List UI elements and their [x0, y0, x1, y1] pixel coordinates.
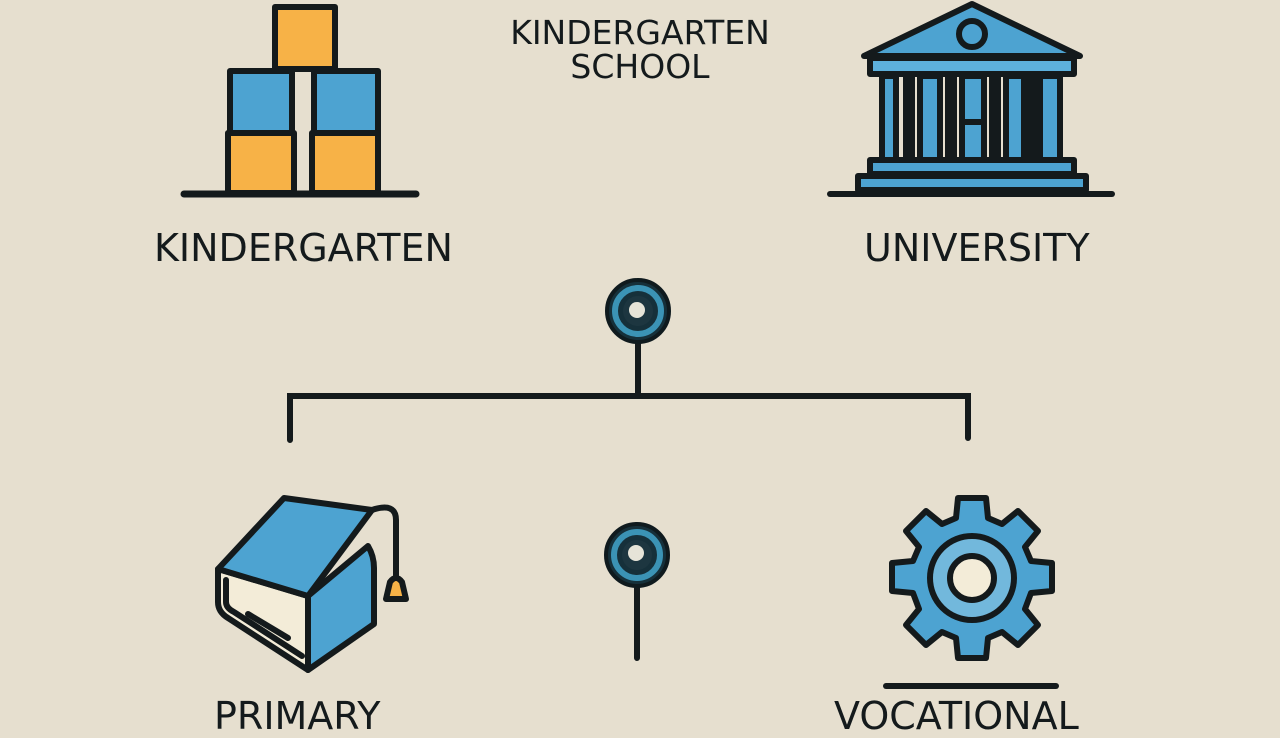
pin-node-icon	[604, 522, 670, 588]
node-label-kindergarten: KINDERGARTEN	[154, 226, 453, 270]
diagram-title: KINDERGARTEN SCHOOL	[480, 16, 800, 84]
title-line-1: KINDERGARTEN	[510, 13, 770, 52]
node-label-university: UNIVERSITY	[864, 226, 1090, 270]
title-line-2: SCHOOL	[570, 47, 710, 86]
building-blocks-icon	[180, 4, 420, 198]
graduation-cap-book-icon	[215, 495, 409, 673]
gear-icon	[883, 495, 1059, 689]
education-diagram: KINDERGARTEN SCHOOL	[154, 1, 1115, 735]
university-building-icon	[827, 1, 1115, 197]
tree-connector	[287, 337, 971, 661]
pin-node-icon	[605, 278, 671, 344]
